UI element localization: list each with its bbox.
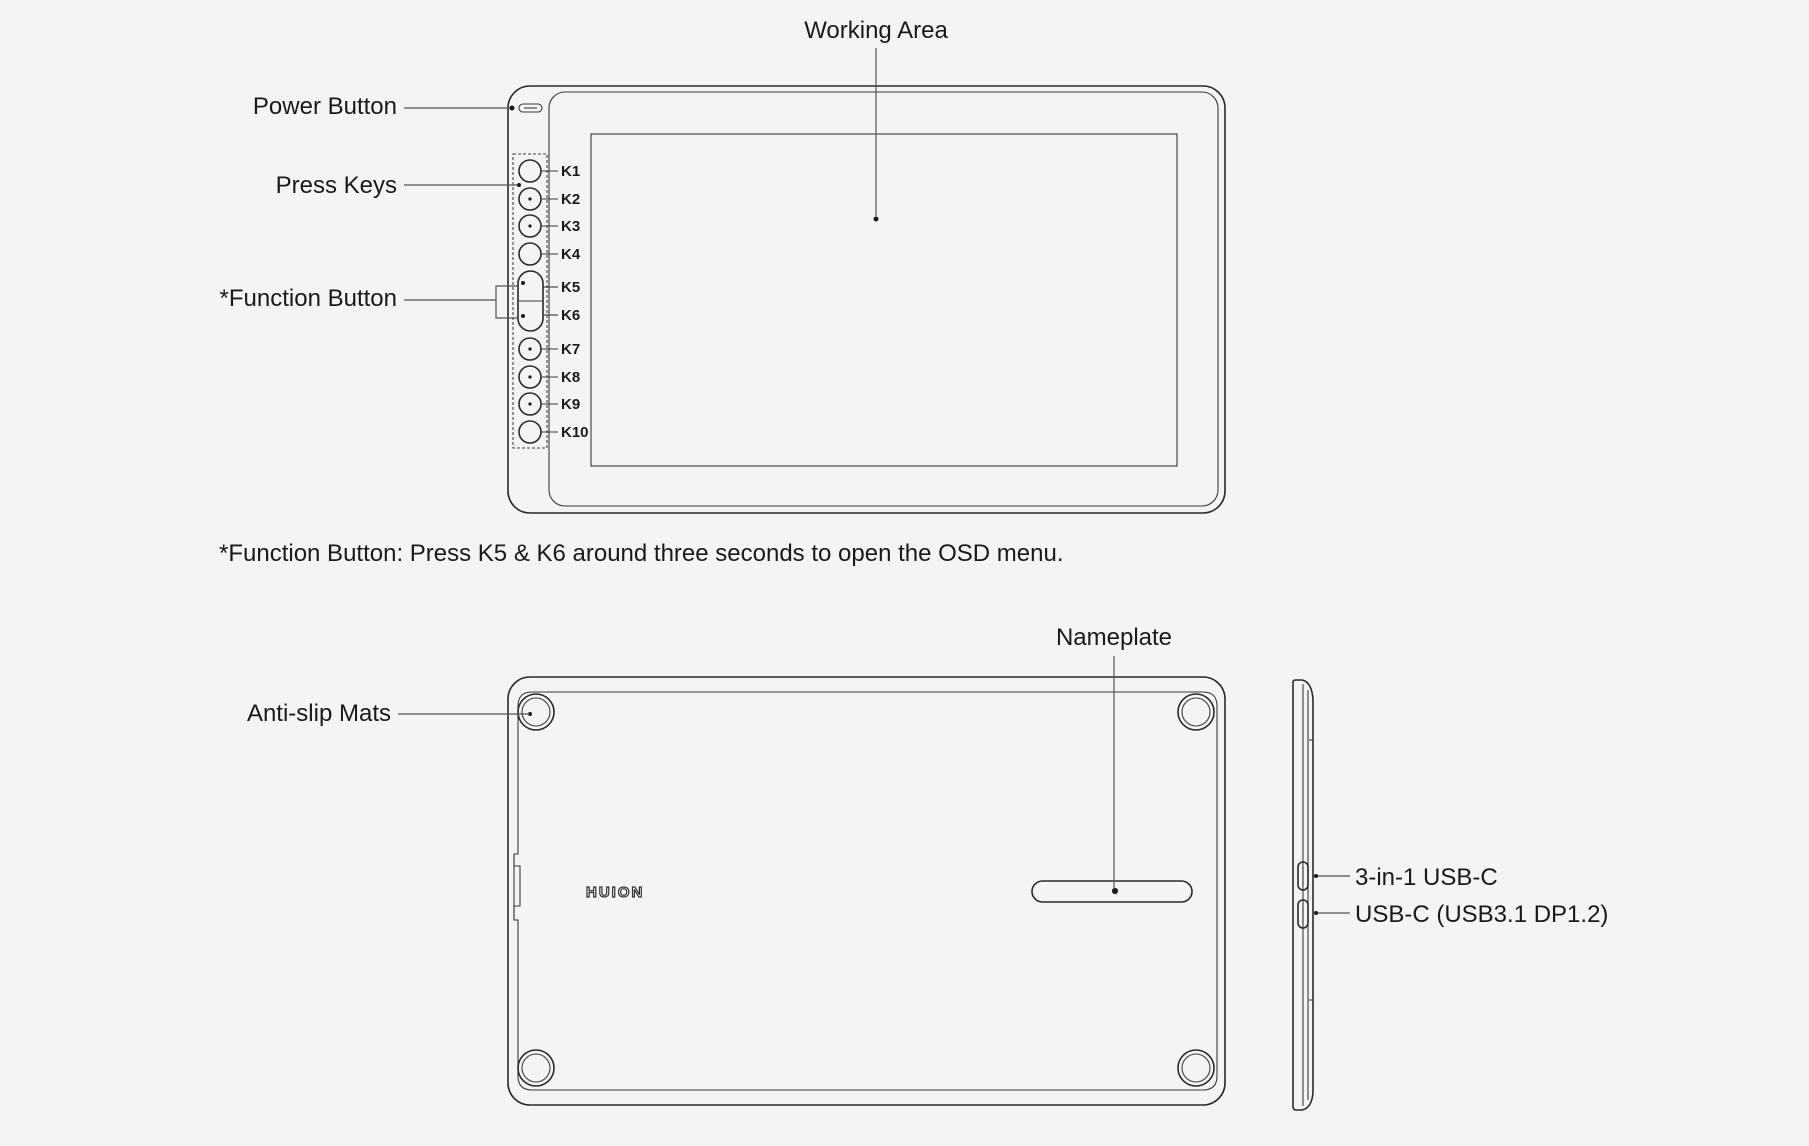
anti-slip-mat-bottom-right xyxy=(1177,1049,1215,1087)
port-usb-c-dp xyxy=(1297,899,1309,929)
back-view: HUION xyxy=(507,676,1226,1106)
key-label-k10: K10 xyxy=(561,424,589,441)
side-labels: 3-in-1 USB-C USB-C (USB3.1 DP1.2) xyxy=(1314,864,1608,928)
anti-slip-mat-top-left xyxy=(517,693,555,731)
huion-logo: HUION xyxy=(586,884,644,901)
key-label-k4: K4 xyxy=(561,246,581,263)
power-button-dot xyxy=(509,105,515,111)
label-usb-c-3in1: 3-in-1 USB-C xyxy=(1355,864,1498,891)
key-label-k9: K9 xyxy=(561,396,580,413)
side-view xyxy=(1292,679,1314,1111)
function-button-note: *Function Button: Press K5 & K6 around t… xyxy=(219,540,1064,567)
back-labels: Nameplate Anti-slip Mats xyxy=(247,624,1172,888)
key-k10-button xyxy=(518,420,542,444)
press-keys-group-outline xyxy=(512,153,548,449)
working-area-dot xyxy=(873,216,879,222)
anti-slip-mat-top-right xyxy=(1177,693,1215,731)
key-label-k7: K7 xyxy=(561,341,580,358)
key-k8-dot xyxy=(528,375,532,379)
front-bezel xyxy=(548,91,1219,507)
key-label-k1: K1 xyxy=(561,163,580,180)
side-body-outline xyxy=(1292,679,1314,1111)
anti-slip-mat-bottom-left xyxy=(517,1049,555,1087)
label-press-keys: Press Keys xyxy=(276,172,397,199)
label-usb-c-dp: USB-C (USB3.1 DP1.2) xyxy=(1355,901,1608,928)
key-label-k5: K5 xyxy=(561,279,580,296)
label-function-button: *Function Button xyxy=(220,285,397,312)
front-body-outline xyxy=(507,85,1226,514)
port-usb-c-3in1 xyxy=(1297,861,1309,891)
front-labels: Working Area Power Button Press Keys *Fu… xyxy=(219,17,1064,567)
key-label-k2: K2 xyxy=(561,191,580,208)
nameplate-shape xyxy=(1031,880,1193,903)
label-power-button: Power Button xyxy=(253,93,397,120)
key-label-k3: K3 xyxy=(561,218,580,235)
key-k4-button xyxy=(518,242,542,266)
working-area-screen xyxy=(590,133,1178,467)
label-anti-slip-mats: Anti-slip Mats xyxy=(247,700,391,727)
key-k9-dot xyxy=(528,402,532,406)
key-label-k8: K8 xyxy=(561,369,580,386)
back-body-outline xyxy=(507,676,1226,1106)
key-k3-dot xyxy=(528,224,532,228)
label-nameplate: Nameplate xyxy=(1056,624,1172,651)
label-working-area: Working Area xyxy=(804,17,948,44)
key-k7-dot xyxy=(528,347,532,351)
key-k1-button xyxy=(518,159,542,183)
key-k2-dot xyxy=(528,197,532,201)
power-button-shape xyxy=(518,103,543,113)
key-label-k6: K6 xyxy=(561,307,580,324)
back-inner-panel xyxy=(513,691,1218,1091)
